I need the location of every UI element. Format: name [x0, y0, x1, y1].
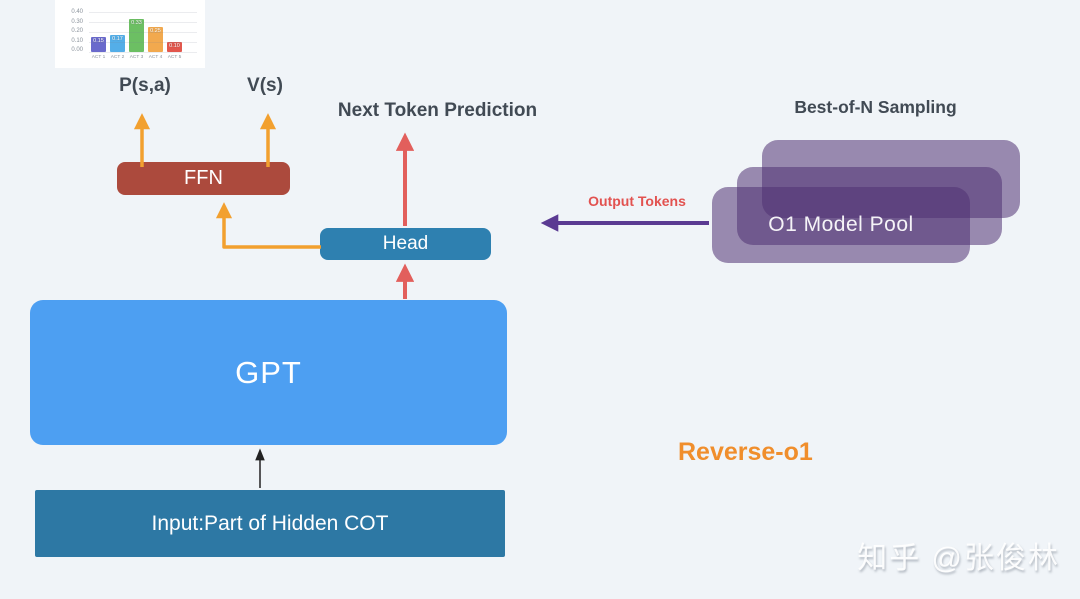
chart-x-axis: ACT 1 ACT 2 ACT 3 ACT 4 ACT 5: [89, 55, 197, 61]
chart-bar: 0.33: [129, 19, 144, 52]
chart-bar-value: 0.33: [131, 20, 142, 26]
chart-ytick: 0.40: [71, 9, 83, 15]
chart-gridline: [89, 22, 197, 23]
chart-gridline: [89, 32, 197, 33]
chart-bar-value: 0.10: [169, 43, 180, 49]
chart-bar: 0.17: [110, 35, 125, 52]
chart-bar-value: 0.25: [150, 28, 161, 34]
chart-gridline: [89, 52, 197, 53]
chart-gridline: [89, 12, 197, 13]
chart-bar: 0.25: [148, 27, 163, 52]
chart-bar-value: 0.17: [112, 36, 123, 42]
chart-category: ACT 1: [91, 55, 106, 60]
arrow-head-to-ffn: [215, 202, 321, 249]
next-token-prediction-label: Next Token Prediction: [337, 100, 538, 121]
value-output-label: V(s): [247, 75, 283, 96]
policy-output-label: P(s,a): [119, 75, 171, 96]
chart-bar-value: 0.15: [93, 38, 104, 44]
chart-category: ACT 4: [148, 55, 163, 60]
head-node: Head: [320, 228, 491, 260]
input-hidden-cot-node: Input:Part of Hidden COT: [35, 490, 505, 557]
chart-category: ACT 3: [129, 55, 144, 60]
o1-pool-box-front: O1 Model Pool: [712, 187, 970, 263]
mini-chart-plot: 0.15 0.17 0.33 0.25 0.10: [89, 12, 197, 53]
chart-ytick: 0.10: [71, 37, 83, 44]
chart-bar: 0.15: [91, 37, 106, 52]
zhihu-watermark: 知乎 @张俊林: [857, 542, 1060, 575]
chart-y-axis: 0.40 0.30 0.20 0.10 0.00: [59, 9, 83, 53]
chart-ytick: 0.30: [71, 18, 83, 25]
chart-ytick: 0.20: [71, 28, 83, 34]
chart-category: ACT 2: [110, 55, 125, 60]
gpt-node: GPT: [30, 300, 507, 445]
o1-model-pool-label: O1 Model Pool: [768, 213, 914, 236]
chart-bar: 0.10: [167, 42, 182, 52]
chart-gridline: [89, 42, 197, 43]
ffn-node: FFN: [117, 162, 290, 195]
chart-category: ACT 5: [167, 55, 182, 60]
best-of-n-sampling-label: Best-of-N Sampling: [794, 97, 957, 117]
output-tokens-label: Output Tokens: [588, 193, 686, 209]
chart-ytick: 0.00: [71, 47, 83, 53]
chart-bars: 0.15 0.17 0.33 0.25 0.10: [91, 12, 195, 52]
reverse-o1-label: Reverse-o1: [678, 438, 813, 466]
